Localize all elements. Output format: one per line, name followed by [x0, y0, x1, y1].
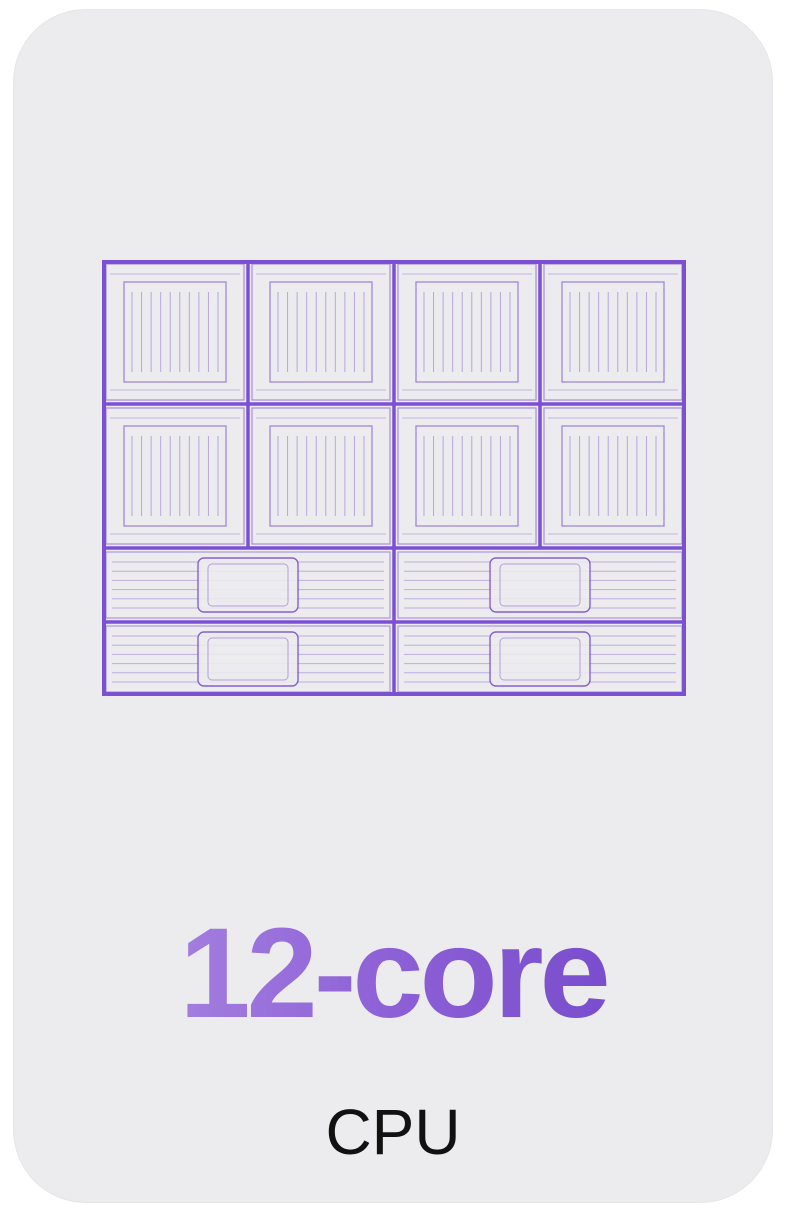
performance-core-block [105, 263, 245, 401]
performance-core-block [543, 407, 683, 545]
performance-core-block [251, 407, 391, 545]
efficiency-cache [489, 631, 591, 687]
core-inner-frame [123, 425, 227, 527]
performance-core-block [397, 263, 537, 401]
component-label: CPU [325, 1096, 461, 1168]
efficiency-cache-inner [499, 563, 581, 607]
performance-core-block [251, 263, 391, 401]
core-inner-frame [561, 281, 665, 383]
performance-core-block [543, 263, 683, 401]
efficiency-cache [489, 557, 591, 613]
efficiency-cache-inner [207, 637, 289, 681]
cpu-spec-card: 12-core CPU [14, 10, 772, 1202]
core-inner-frame [269, 281, 373, 383]
performance-core-block [105, 407, 245, 545]
core-inner-frame [415, 281, 519, 383]
core-count: 12-core [14, 910, 772, 1038]
efficiency-cache [197, 631, 299, 687]
efficiency-cache-inner [207, 563, 289, 607]
efficiency-cache [197, 557, 299, 613]
core-inner-frame [561, 425, 665, 527]
performance-core-block [397, 407, 537, 545]
efficiency-cache-inner [499, 637, 581, 681]
core-inner-frame [123, 281, 227, 383]
core-inner-frame [269, 425, 373, 527]
cpu-chip-diagram-icon [102, 260, 686, 696]
chip-outline [102, 260, 686, 696]
core-inner-frame [415, 425, 519, 527]
